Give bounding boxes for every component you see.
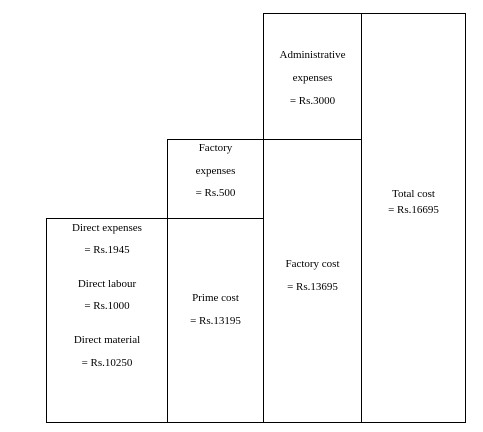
- administrative-expenses-box: Administrative expenses = Rs.3000: [263, 13, 362, 140]
- factory-expenses-box: Factory expenses = Rs.500: [167, 139, 264, 219]
- factory-cost-label: Factory cost: [285, 258, 340, 270]
- prime-cost-value: = Rs.13195: [190, 315, 241, 327]
- direct-material-value: = Rs.10250: [81, 357, 133, 369]
- factory-expenses-value: = Rs.500: [195, 187, 236, 199]
- factory-expenses-line2: expenses: [195, 165, 236, 177]
- administrative-expenses-line2: expenses: [292, 72, 333, 84]
- administrative-expenses-line1: Administrative: [279, 49, 346, 61]
- direct-labour-label: Direct labour: [77, 278, 137, 290]
- direct-material-label: Direct material: [73, 334, 141, 346]
- factory-expenses-line1: Factory: [198, 142, 233, 154]
- direct-costs-box: Direct expenses = Rs.1945 Direct labour …: [46, 218, 168, 423]
- direct-expenses-value: = Rs.1945: [84, 244, 130, 256]
- direct-expenses-label: Direct expenses: [72, 222, 142, 234]
- factory-cost-value: = Rs.13695: [287, 281, 338, 293]
- total-cost-value: = Rs.16695: [388, 204, 439, 216]
- factory-cost-box: Factory cost = Rs.13695: [263, 139, 362, 423]
- administrative-expenses-value: = Rs.3000: [289, 95, 336, 107]
- prime-cost-label: Prime cost: [192, 292, 239, 304]
- total-cost-box: Total cost = Rs.16695: [361, 13, 466, 423]
- total-cost-label: Total cost: [392, 188, 435, 200]
- direct-labour-value: = Rs.1000: [84, 300, 130, 312]
- prime-cost-box: Prime cost = Rs.13195: [167, 218, 264, 423]
